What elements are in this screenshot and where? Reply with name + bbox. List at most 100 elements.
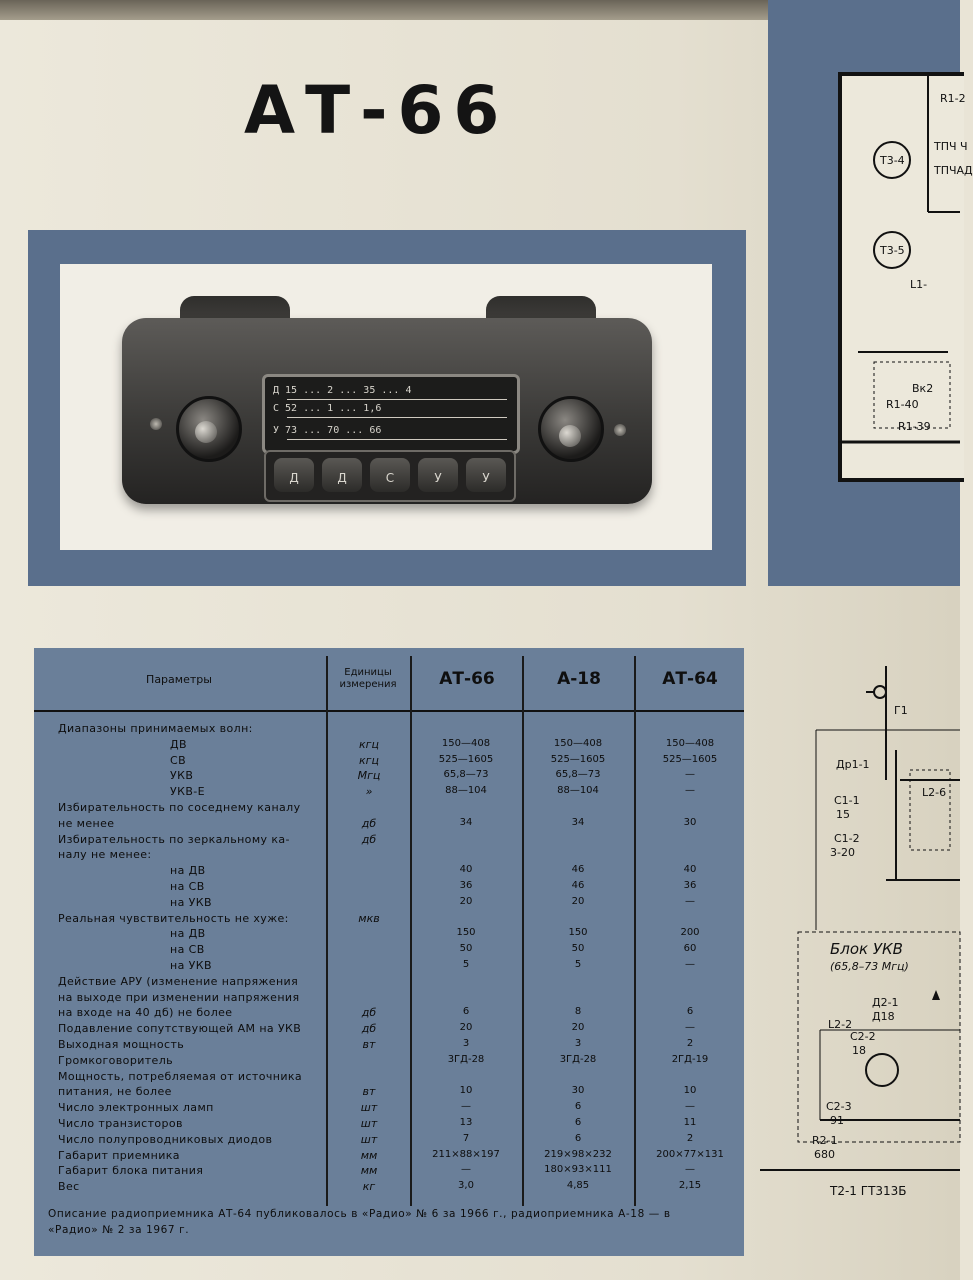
schematic-label: C1-1 <box>834 794 860 807</box>
table-cell-unit: » <box>365 785 373 798</box>
schematic-lines-top <box>838 76 960 444</box>
band-button-lw: Д <box>274 458 314 492</box>
table-cell-unit: дб <box>361 1006 377 1019</box>
table-cell-value: 88—104 <box>557 785 599 796</box>
table-cell-value: — <box>685 896 695 907</box>
schematic-label: Д2-1 <box>872 996 899 1009</box>
table-cell-value: 6 <box>462 1006 470 1017</box>
table-cell-value: 525—1605 <box>550 754 606 765</box>
schematic-label: Др1-1 <box>836 758 870 771</box>
table-cell-value: 20 <box>571 1022 585 1033</box>
table-cell-value: 180×93×111 <box>544 1164 612 1175</box>
table-row-label: не менее <box>58 817 115 830</box>
table-cell-value: 150 <box>456 927 476 938</box>
table-row-label: на входе на 40 дб) не более <box>58 1006 233 1019</box>
table-cell-value: 20 <box>571 896 585 907</box>
schematic-label: C1-2 <box>834 832 860 845</box>
table-row-label: Реальная чувствительность не хуже: <box>58 912 289 925</box>
table-cell-unit: мм <box>360 1164 378 1177</box>
page-top-shadow <box>0 0 960 20</box>
table-cell-value: 30 <box>683 817 697 828</box>
table-cell-value: 525—1605 <box>662 754 718 765</box>
schematic-label: R1-39 <box>898 420 931 433</box>
table-cell-value: — <box>685 1164 695 1175</box>
schematic-label: T3-5 <box>880 244 905 257</box>
table-cell-value: 211×88×197 <box>432 1149 500 1160</box>
table-cell-value: 46 <box>571 864 585 875</box>
dial-scale-line <box>287 417 507 418</box>
table-cell-unit: вт <box>362 1085 376 1098</box>
header-params: Параметры <box>146 672 212 686</box>
schematic-label: 91 <box>830 1114 844 1127</box>
schematic-label: Блок УКВ <box>830 940 903 958</box>
page-title: АТ-66 <box>244 72 510 149</box>
schematic-label: ТПЧАД <box>934 164 973 177</box>
table-row-label: УКВ-Е <box>170 785 205 798</box>
table-cell-unit: шт <box>360 1101 378 1114</box>
schematic-label: Д18 <box>872 1010 895 1023</box>
schematic-label: R2-1 <box>812 1134 838 1147</box>
table-cell-value: 50 <box>571 943 585 954</box>
table-cell-value: 34 <box>459 817 473 828</box>
table-cell-value: 40 <box>683 864 697 875</box>
table-cell-value: — <box>685 1101 695 1112</box>
table-cell-value: 150 <box>568 927 588 938</box>
table-cell-value: 219×98×232 <box>544 1149 612 1160</box>
table-row-label: Габарит приемника <box>58 1149 180 1162</box>
table-cell-value: 2 <box>686 1038 694 1049</box>
table-cell-value: 50 <box>459 943 473 954</box>
table-cell-unit: шт <box>360 1133 378 1146</box>
table-row-label: Подавление сопутствующей АМ на УКВ <box>58 1022 302 1035</box>
header-at64: АТ-64 <box>662 669 718 689</box>
table-cell-value: 10 <box>459 1085 473 1096</box>
schematic-label: R1-2 <box>940 92 966 105</box>
footnote-line: Описание радиоприемника АТ-64 публиковал… <box>48 1208 671 1220</box>
table-cell-value: 40 <box>459 864 473 875</box>
table-cell-value: 4,85 <box>566 1180 590 1191</box>
table-cell-value: 10 <box>683 1085 697 1096</box>
table-row-label: на ДВ <box>170 927 206 940</box>
volume-knob <box>176 396 242 462</box>
table-divider <box>522 656 524 1206</box>
table-row-label: ДВ <box>170 738 187 751</box>
schematic-label: R1-40 <box>886 398 919 411</box>
table-cell-value: 3ГД-28 <box>559 1054 597 1065</box>
table-cell-value: — <box>685 769 695 780</box>
table-cell-value: 6 <box>574 1117 582 1128</box>
table-cell-value: 8 <box>574 1006 582 1017</box>
table-row-label: на выходе при изменении напряжения <box>58 991 300 1004</box>
table-row-label: Число электронных ламп <box>58 1101 214 1114</box>
table-cell-unit: кг <box>362 1180 376 1193</box>
tuning-knob-cap <box>559 425 581 447</box>
spec-table-panel <box>34 648 744 1256</box>
footnote-line: «Радио» № 2 за 1967 г. <box>48 1224 190 1236</box>
table-cell-value: 5 <box>574 959 582 970</box>
table-cell-value: 7 <box>462 1133 470 1144</box>
table-cell-value: 150—408 <box>553 738 603 749</box>
table-cell-unit: Мгц <box>357 769 381 782</box>
table-cell-value: — <box>685 1022 695 1033</box>
table-divider <box>326 656 328 1206</box>
table-row-label: Габарит блока питания <box>58 1164 204 1177</box>
table-row-label: Мощность, потребляемая от источника <box>58 1070 303 1083</box>
table-cell-unit: кгц <box>359 754 379 767</box>
table-cell-value: 20 <box>459 1022 473 1033</box>
table-row-label: СВ <box>170 754 187 767</box>
table-cell-unit: кгц <box>359 738 379 751</box>
table-cell-value: 2,15 <box>678 1180 702 1191</box>
spec-table-header: Параметры Единицы измерения АТ-66 А-18 А… <box>34 648 744 712</box>
dial-row-mw: С 52 ... 1 ... 1,6 <box>273 403 382 414</box>
table-cell-value: 150—408 <box>665 738 715 749</box>
schematic-label: ТПЧ Ч <box>934 140 968 153</box>
table-cell-value: 3 <box>462 1038 470 1049</box>
table-row-label: Диапазоны принимаемых волн: <box>58 722 253 735</box>
table-cell-value: 525—1605 <box>438 754 494 765</box>
table-row-label: Выходная мощность <box>58 1038 185 1051</box>
table-cell-value: 150—408 <box>441 738 491 749</box>
schematic-label: L2-6 <box>922 786 947 799</box>
table-cell-value: 11 <box>683 1117 697 1128</box>
table-cell-value: 6 <box>574 1101 582 1112</box>
screw-right <box>614 424 626 436</box>
table-row-label: на УКВ <box>170 896 212 909</box>
table-row-label: Число транзисторов <box>58 1117 183 1130</box>
